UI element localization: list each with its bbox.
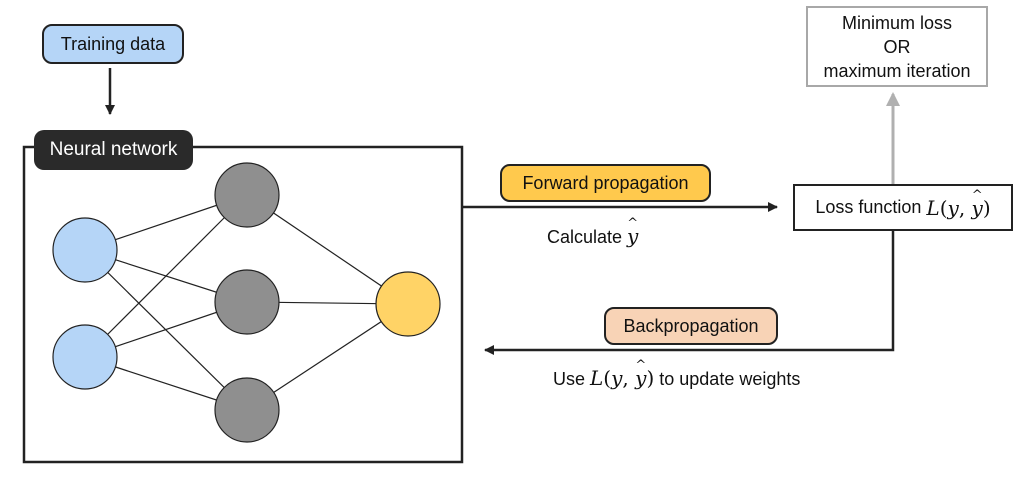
backprop-note: Use L(y, y) to update weights [553, 358, 800, 390]
input-node-1 [52, 217, 118, 283]
forward-note-text: Calculate [547, 227, 628, 247]
forward-propagation-text: Forward propagation [522, 172, 689, 193]
neural-network-frame [22, 145, 464, 464]
stop-condition-box: Minimum loss OR maximum iteration [806, 6, 988, 87]
hidden-node-1 [214, 162, 280, 228]
loss-function-box: Loss function L(y, y) [793, 184, 1013, 231]
y-hat-symbol: y [627, 216, 639, 248]
hidden-node-2 [214, 269, 280, 335]
input-node-2 [52, 324, 118, 390]
neural-network-text: Neural network [49, 139, 178, 160]
backpropagation-label: Backpropagation [604, 307, 778, 345]
stop-condition-line-3: maximum iteration [823, 60, 971, 81]
forward-propagation-label: Forward propagation [500, 164, 711, 202]
training-data-label: Training data [42, 24, 184, 64]
backprop-formula: L(y, y) [590, 358, 654, 390]
loss-function-text: Loss function [815, 197, 927, 217]
neural-network-label: Neural network [34, 130, 193, 170]
stop-condition-line-1: Minimum loss [841, 12, 952, 33]
backpropagation-text: Backpropagation [623, 315, 759, 336]
loss-formula: L(y, y) [926, 188, 990, 220]
output-node [375, 271, 441, 337]
forward-note: Calculate y [547, 216, 639, 248]
hidden-node-3 [214, 377, 280, 443]
edge-in2-h1 [84, 194, 248, 358]
training-data-text: Training data [60, 33, 166, 54]
stop-condition-line-2: OR [883, 36, 911, 57]
backprop-arrow [484, 231, 895, 355]
